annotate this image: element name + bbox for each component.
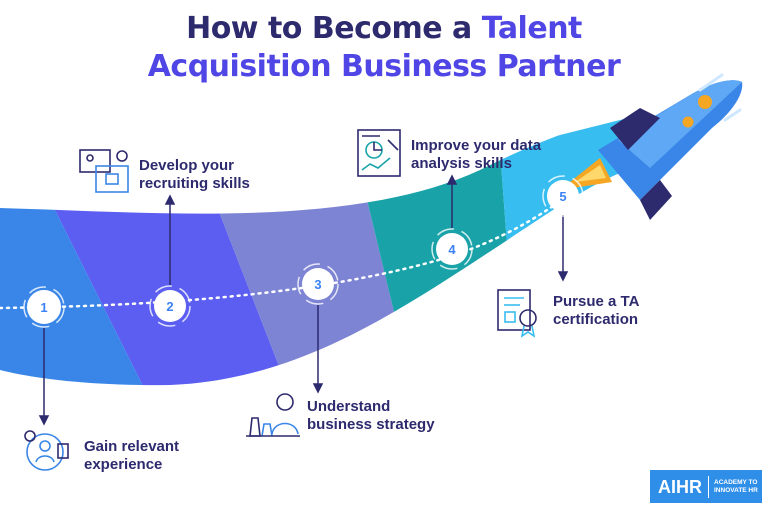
certification-icon xyxy=(497,289,537,338)
step-marker-2: 2 xyxy=(149,285,191,327)
title-accent: Talent xyxy=(481,11,583,46)
band-segment-2 xyxy=(25,150,300,386)
experience-icon xyxy=(24,430,69,471)
step-5-line-2: certification xyxy=(553,311,639,328)
recruiting-skills-icon xyxy=(79,149,129,193)
step-number-5: 5 xyxy=(559,189,566,204)
step-1-line-2: experience xyxy=(84,456,163,473)
title-text-1: How to Become a xyxy=(186,11,482,46)
step-label-2: Develop your recruiting skills xyxy=(139,157,250,193)
aihr-logo: AIHR ACADEMY TO INNOVATE HR xyxy=(650,470,762,503)
step-label-4: Improve your data analysis skills xyxy=(411,137,541,173)
title-line-1: How to Become a Talent xyxy=(0,10,768,48)
step-2-line-2: recruiting skills xyxy=(139,175,250,192)
step-3-line-2: business strategy xyxy=(307,416,435,433)
rocket-icon xyxy=(560,73,743,220)
step-3-line-1: Understand xyxy=(307,398,391,415)
path-band xyxy=(0,112,660,386)
connectors xyxy=(38,174,569,426)
business-strategy-icon xyxy=(246,393,300,437)
step-marker-5: 5 xyxy=(542,175,584,217)
step-number-1: 1 xyxy=(40,300,47,315)
step-5-line-1: Pursue a TA xyxy=(553,293,640,310)
step-1-line-1: Gain relevant xyxy=(84,438,180,455)
step-number-2: 2 xyxy=(166,299,173,314)
logo-tagline-1: ACADEMY TO xyxy=(714,478,758,486)
logo-tagline: ACADEMY TO INNOVATE HR xyxy=(709,479,758,495)
step-4-line-2: analysis skills xyxy=(411,155,512,172)
step-label-3: Understand business strategy xyxy=(307,398,435,434)
title-line-2: Acquisition Business Partner xyxy=(147,49,621,84)
step-label-5: Pursue a TA certification xyxy=(553,293,639,329)
step-4-line-1: Improve your data xyxy=(411,137,542,154)
step-marker-4: 4 xyxy=(431,228,473,270)
step-marker-1: 1 xyxy=(23,286,65,328)
step-number-3: 3 xyxy=(314,277,321,292)
band-segment-1 xyxy=(0,150,160,386)
step-marker-3: 3 xyxy=(297,263,339,305)
dotted-path xyxy=(0,188,577,310)
step-number-4: 4 xyxy=(448,242,456,257)
page-title: How to Become a Talent Acquisition Busin… xyxy=(0,10,768,86)
logo-tagline-2: INNOVATE HR xyxy=(714,486,758,494)
step-2-line-1: Develop your xyxy=(139,157,235,174)
logo-brand: AIHR xyxy=(650,475,709,498)
data-analysis-icon xyxy=(357,129,401,177)
step-label-1: Gain relevant experience xyxy=(84,438,179,474)
